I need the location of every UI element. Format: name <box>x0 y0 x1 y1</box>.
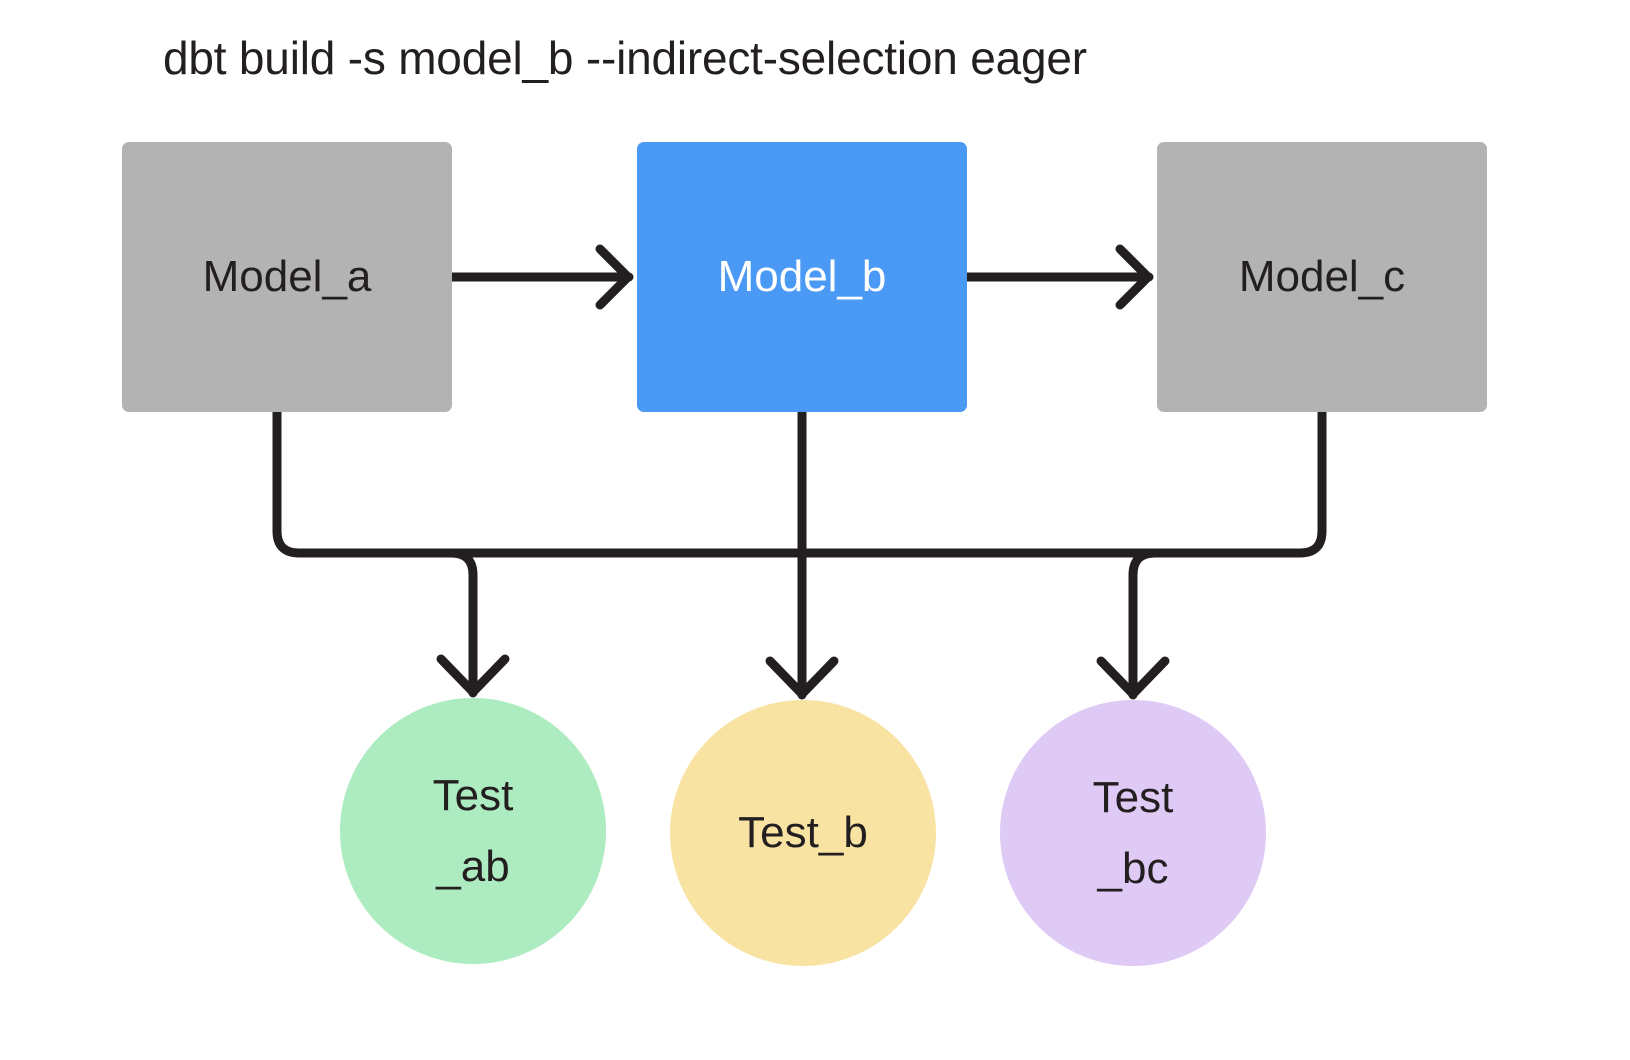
node-test-bc-label: Test _bc <box>1092 772 1174 893</box>
node-model-c-label: Model_c <box>1238 252 1406 302</box>
edge-model-a-to-model-b <box>447 244 634 310</box>
edge-branch-to-test-bc <box>1096 548 1170 700</box>
node-model-b-label: Model_b <box>717 252 887 302</box>
node-test-b-label: Test_b <box>738 808 868 858</box>
node-model-a[interactable]: Model_a <box>122 142 452 412</box>
edge-model-c-to-test-bc <box>1150 407 1327 558</box>
edge-model-b-to-model-c <box>962 244 1154 310</box>
edge-branch-to-test-ab <box>436 548 510 698</box>
edge-branch-to-test-b <box>765 548 839 700</box>
node-test-bc[interactable]: Test _bc <box>1000 700 1266 966</box>
node-model-a-label: Model_a <box>202 252 372 302</box>
node-test-b[interactable]: Test_b <box>670 700 936 966</box>
edge-model-b-bus <box>446 407 1160 558</box>
node-model-c[interactable]: Model_c <box>1157 142 1487 412</box>
edge-model-a-to-test-ab <box>272 407 456 558</box>
node-model-b[interactable]: Model_b <box>637 142 967 412</box>
page-title: dbt build -s model_b --indirect-selectio… <box>163 32 1087 84</box>
node-test-ab-label: Test _ab <box>432 770 514 891</box>
node-test-ab[interactable]: Test _ab <box>340 698 606 964</box>
